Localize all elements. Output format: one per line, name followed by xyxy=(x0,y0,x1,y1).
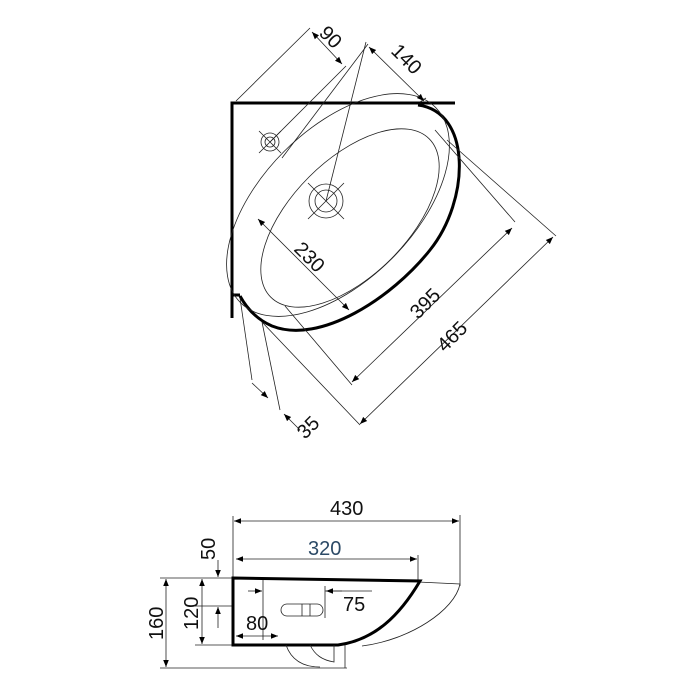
dim-label-430: 430 xyxy=(330,498,363,520)
basin-outer-profile xyxy=(361,581,461,647)
dim-line-140 xyxy=(368,46,425,102)
dim-label-50: 50 xyxy=(198,538,220,560)
dim-line-230 xyxy=(257,218,350,311)
dim-label-160: 160 xyxy=(146,607,168,640)
extension-lines xyxy=(235,27,557,426)
wall-corner xyxy=(230,101,455,318)
dim-label-75: 75 xyxy=(343,594,365,616)
siphon xyxy=(285,644,346,668)
top-view: 90 140 230 395 465 35 xyxy=(226,22,557,444)
dim-line-90 xyxy=(311,31,343,65)
dim-label-80: 80 xyxy=(246,613,268,635)
dim-label-120: 120 xyxy=(181,597,203,630)
dim-label-395: 395 xyxy=(406,284,445,323)
basin-profile xyxy=(231,576,423,647)
dim-label-140: 140 xyxy=(386,40,425,79)
dim-line-35b xyxy=(283,413,301,431)
extension-line-140 xyxy=(281,43,369,159)
dim-label-465: 465 xyxy=(433,317,472,356)
side-view: 430 320 160 120 50 80 75 xyxy=(146,498,461,669)
dim-line-465 xyxy=(359,236,554,425)
extension-lines-side xyxy=(160,515,461,669)
dim-label-90: 90 xyxy=(314,22,345,53)
dim-label-35: 35 xyxy=(293,412,324,443)
dim-label-230: 230 xyxy=(289,238,328,277)
overflow-slot-icon xyxy=(280,603,324,617)
dim-line-35a xyxy=(251,382,269,399)
dim-label-320: 320 xyxy=(308,538,341,560)
